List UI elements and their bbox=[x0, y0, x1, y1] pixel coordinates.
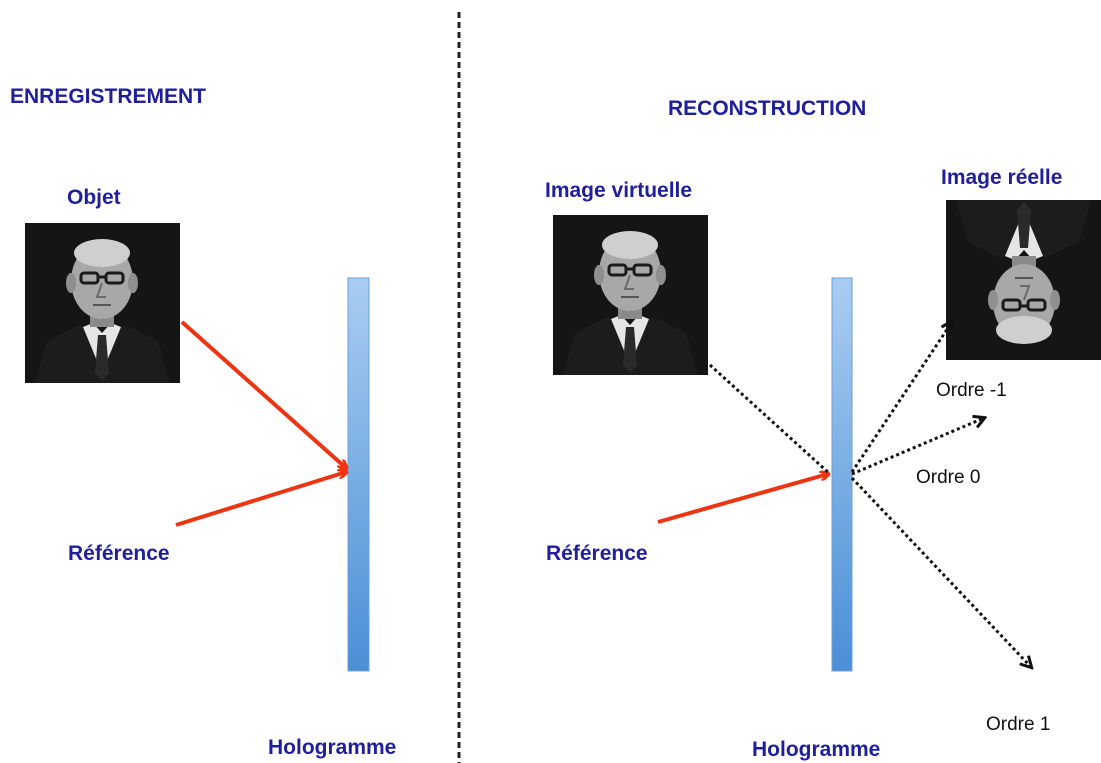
reference-label-left: Référence bbox=[68, 542, 170, 565]
order-one-label: Ordre 1 bbox=[986, 714, 1051, 735]
right-panel-title: RECONSTRUCTION bbox=[668, 97, 867, 120]
order-zero-ray bbox=[851, 418, 984, 476]
order-one-ray bbox=[850, 476, 1031, 667]
virtual-image-portrait bbox=[551, 213, 710, 377]
reference-beam-arrow-right bbox=[657, 474, 828, 524]
real-image-portrait bbox=[944, 198, 1101, 362]
reference-label-right: Référence bbox=[546, 542, 648, 565]
virtual-image-dotted-line bbox=[708, 363, 832, 476]
real-image-label: Image réelle bbox=[941, 166, 1063, 189]
hologram-plate-left bbox=[347, 277, 370, 672]
object-beam-arrow bbox=[180, 320, 346, 468]
left-panel-title: ENREGISTREMENT bbox=[10, 85, 207, 108]
object-label: Objet bbox=[67, 186, 121, 209]
hologram-label-right: Hologramme bbox=[752, 738, 881, 761]
reference-beam-arrow-left bbox=[175, 472, 346, 527]
object-portrait bbox=[23, 221, 182, 385]
virtual-image-label: Image virtuelle bbox=[545, 179, 693, 202]
order-zero-label: Ordre 0 bbox=[916, 467, 981, 488]
order-minus-one-label: Ordre -1 bbox=[936, 380, 1007, 401]
hologram-plate-right bbox=[831, 277, 853, 672]
order-minus-one-ray bbox=[850, 322, 952, 473]
hologram-label-left: Hologramme bbox=[268, 736, 397, 759]
